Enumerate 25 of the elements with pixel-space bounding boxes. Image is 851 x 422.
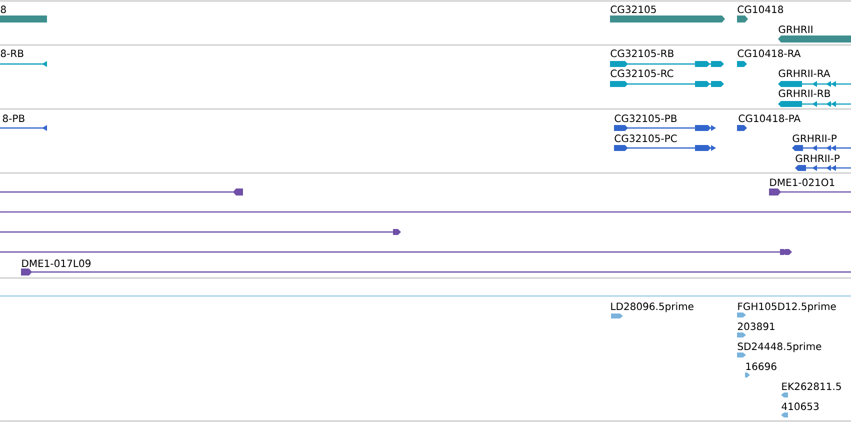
feature-label: GRHRII-RB: [778, 90, 830, 98]
feature-label: SD24448.5prime: [738, 342, 822, 352]
feature-label: GRHRII: [778, 26, 812, 34]
feature-label: 203891: [738, 322, 774, 330]
feature-label: GRHRII-RA: [778, 70, 830, 78]
feature-label: 8: [0, 6, 6, 14]
feature-label: CG10418: [738, 6, 784, 14]
feature-label: CG32105-PC: [614, 134, 677, 142]
feature-label: 8-RB: [0, 50, 24, 58]
feature-label: CG32105-RB: [610, 50, 674, 58]
feature-label: 410653: [782, 402, 819, 410]
feature-label: DME1-017L09: [22, 260, 90, 268]
feature-label: 16696: [746, 362, 776, 370]
feature-label: CG32105: [610, 6, 656, 14]
feature-label: CG10418-PA: [738, 114, 800, 122]
feature-label: FGH105D12.5prime: [738, 302, 836, 312]
feature-label: CG10418-RA: [738, 50, 801, 58]
feature-label: CG32105-RC: [610, 70, 674, 78]
feature-label: GRHRII-P: [796, 154, 840, 162]
feature-label: CG32105-PB: [614, 114, 677, 122]
feature-label: LD28096.5prime: [611, 302, 694, 312]
feature-label: EK262811.5: [782, 382, 841, 390]
feature-label: 8-PB: [2, 114, 24, 122]
feature-label: GRHRII-P: [792, 134, 837, 142]
feature-label: DME1-021O1: [770, 178, 834, 186]
